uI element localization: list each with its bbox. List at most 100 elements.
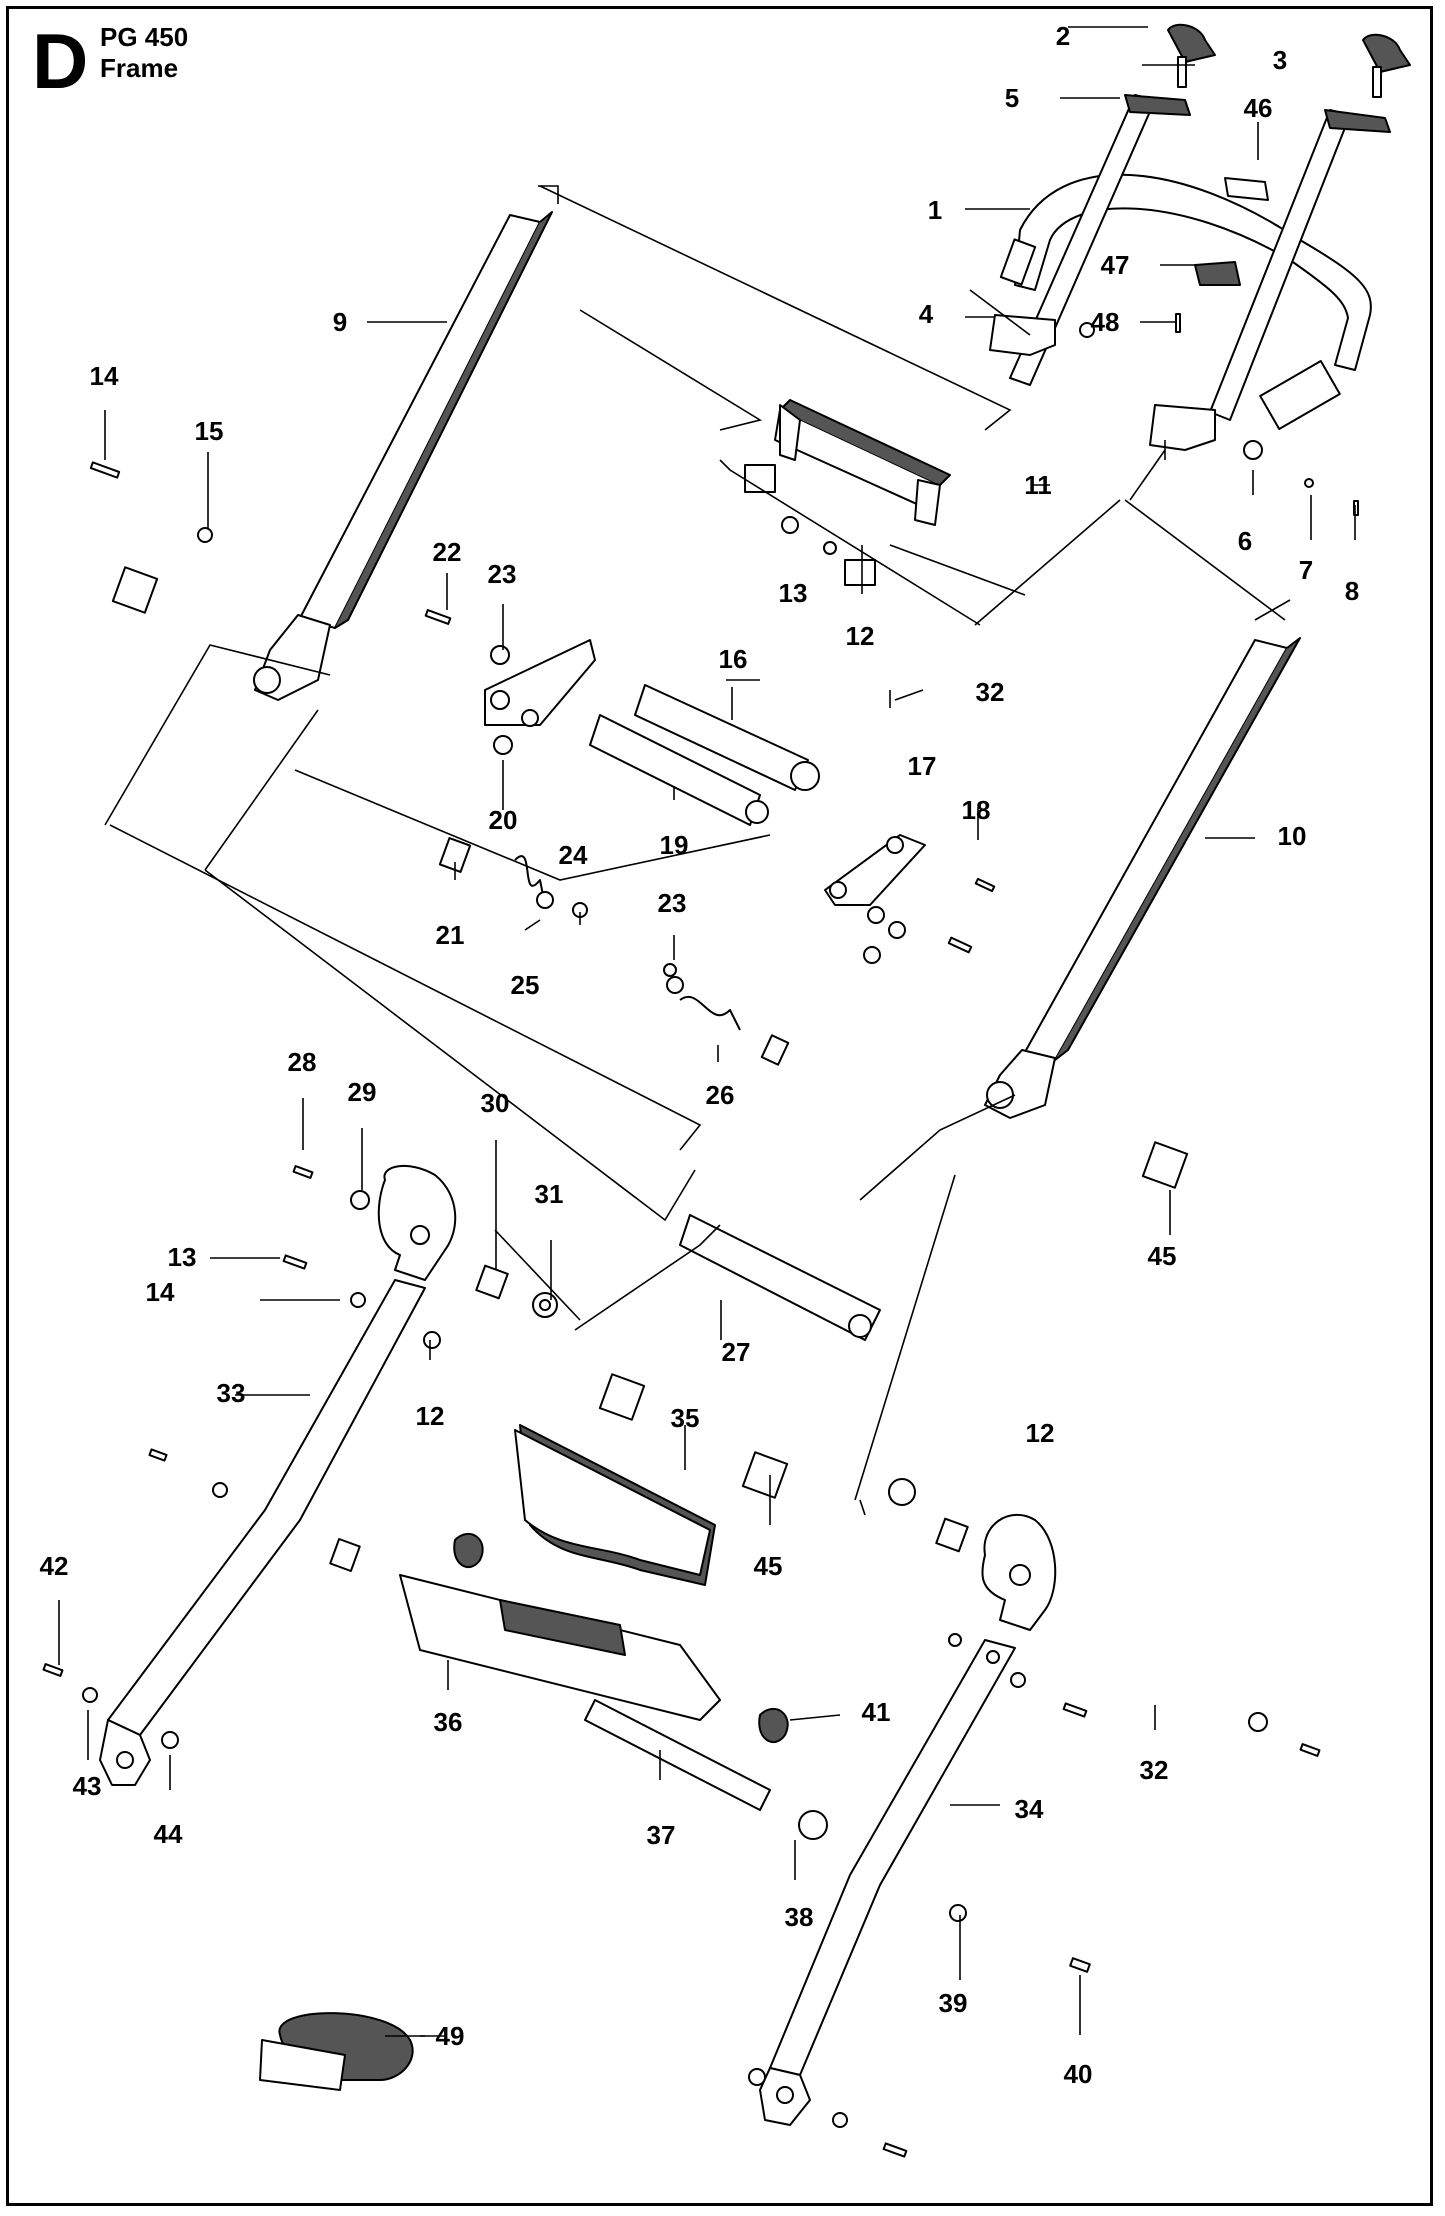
part-label: 25 [511, 970, 540, 1000]
part-label: 32 [1140, 1755, 1169, 1785]
washer-43 [82, 1687, 98, 1703]
part-label: 44 [154, 1819, 183, 1849]
washer-left-knob [1079, 322, 1095, 338]
handle-36 [399, 1574, 721, 1721]
bolt-13b [282, 1254, 308, 1270]
knob-36 [453, 1533, 484, 1569]
part-label: 42 [40, 1551, 69, 1581]
cam-lever-right [1362, 33, 1411, 73]
part-label: 1 [928, 195, 942, 225]
clamp-bracket-left [989, 314, 1056, 356]
assembly-box-handle-left [579, 309, 763, 431]
bushing-26 [760, 1034, 790, 1066]
knob-6 [1243, 440, 1263, 460]
part-label: 36 [434, 1707, 463, 1737]
lever-bracket-left-hole-b [521, 709, 539, 727]
nut-12 [823, 541, 837, 555]
cushion-block-top-left [111, 566, 159, 614]
bolt-18b [947, 936, 973, 954]
assembly-box-handle-right [969, 289, 1031, 336]
clip-47 [1194, 261, 1241, 286]
clip-13a [744, 464, 776, 493]
washer-15 [197, 527, 213, 543]
part-label: 4 [919, 299, 934, 329]
part-label: 8 [1345, 576, 1359, 606]
bolt-32 [1299, 1743, 1321, 1757]
part-label: 47 [1101, 250, 1130, 280]
assembly-box-handle-right-c [1129, 449, 1166, 501]
assembly-box-mid [294, 769, 771, 881]
washer-33-top [212, 1482, 228, 1498]
washer-20 [493, 735, 513, 755]
washer-32 [1248, 1712, 1268, 1732]
part-label: 21 [436, 920, 465, 950]
assembly-box-inner-b [204, 869, 696, 1222]
assembly-box-left-lower-b [494, 1229, 581, 1321]
bolt-right-a [1062, 1702, 1088, 1718]
spring-25 [514, 855, 546, 906]
part-label: 11 [1024, 470, 1052, 500]
part-label: 49 [436, 2021, 465, 2051]
lever-bracket-left [484, 639, 596, 726]
nut-right-a [948, 1633, 962, 1647]
clip-12a [844, 559, 876, 586]
upper-tube-right [1024, 639, 1288, 1061]
washer-31 [532, 1292, 558, 1318]
part-label: 29 [348, 1077, 377, 1107]
part-label: 7 [1299, 555, 1313, 585]
bolt-33-top [148, 1448, 168, 1462]
washer-39 [949, 1904, 967, 1922]
pin-48 [1175, 313, 1181, 333]
part-label: 12 [1026, 1418, 1055, 1448]
roller-16-end [790, 761, 820, 791]
stay-bracket-11-top [779, 399, 951, 486]
part-label: 23 [488, 559, 517, 589]
bushing-38 [798, 1810, 828, 1840]
part-label: 27 [722, 1337, 751, 1367]
lower-arm-34 [769, 1639, 1016, 2076]
washer-right-foot [832, 2112, 848, 2128]
assembly-box-right-lower [854, 1174, 956, 1501]
knob-41 [758, 1708, 789, 1744]
washer-24a [536, 891, 554, 909]
rod-37 [584, 1699, 771, 1811]
part-label: 14 [90, 361, 119, 391]
lever-17-hole-b [886, 836, 904, 854]
drawing-frame [6, 6, 1433, 2206]
upper-tube-left-foot-hole [253, 666, 281, 694]
cover-46 [1224, 177, 1269, 201]
assembly-box-bracket [719, 459, 981, 626]
assembly-box-bracket-b [889, 544, 1026, 596]
bolt-28 [292, 1165, 314, 1179]
part-label: 48 [1091, 307, 1120, 337]
section-letter: D [32, 17, 89, 105]
bolt-22 [424, 609, 452, 625]
cushion-block-right-lower [741, 1451, 789, 1499]
lower-arm-33 [107, 1279, 426, 1736]
part-label: 6 [1238, 526, 1252, 556]
part-label: 32 [976, 677, 1005, 707]
roller-19-end [745, 800, 769, 824]
cam-bolt-left [1177, 56, 1187, 88]
upper-tube-right-side [1054, 637, 1301, 1061]
washer-31-hole [539, 1299, 551, 1311]
washer-23b [863, 946, 881, 964]
part-label: 15 [195, 416, 224, 446]
bushing-right-top [935, 1517, 969, 1553]
part-label: 31 [535, 1179, 564, 1209]
part-label: 45 [754, 1551, 783, 1581]
part-label: 3 [1273, 45, 1287, 75]
part-label: 46 [1244, 93, 1273, 123]
part-label: 17 [908, 751, 937, 781]
upper-tube-left-side [334, 211, 553, 629]
lever-17-hole-a [829, 881, 847, 899]
clamp-left-top [1124, 94, 1191, 116]
assembly-box-left-b [109, 824, 702, 1151]
cushion-block-center [598, 1373, 646, 1421]
cushion-block-right [1141, 1141, 1189, 1189]
nut-13 [781, 516, 799, 534]
part-label: 14 [146, 1277, 175, 1307]
assembly-box-inner-a [204, 709, 319, 871]
part-label: 30 [481, 1088, 510, 1118]
